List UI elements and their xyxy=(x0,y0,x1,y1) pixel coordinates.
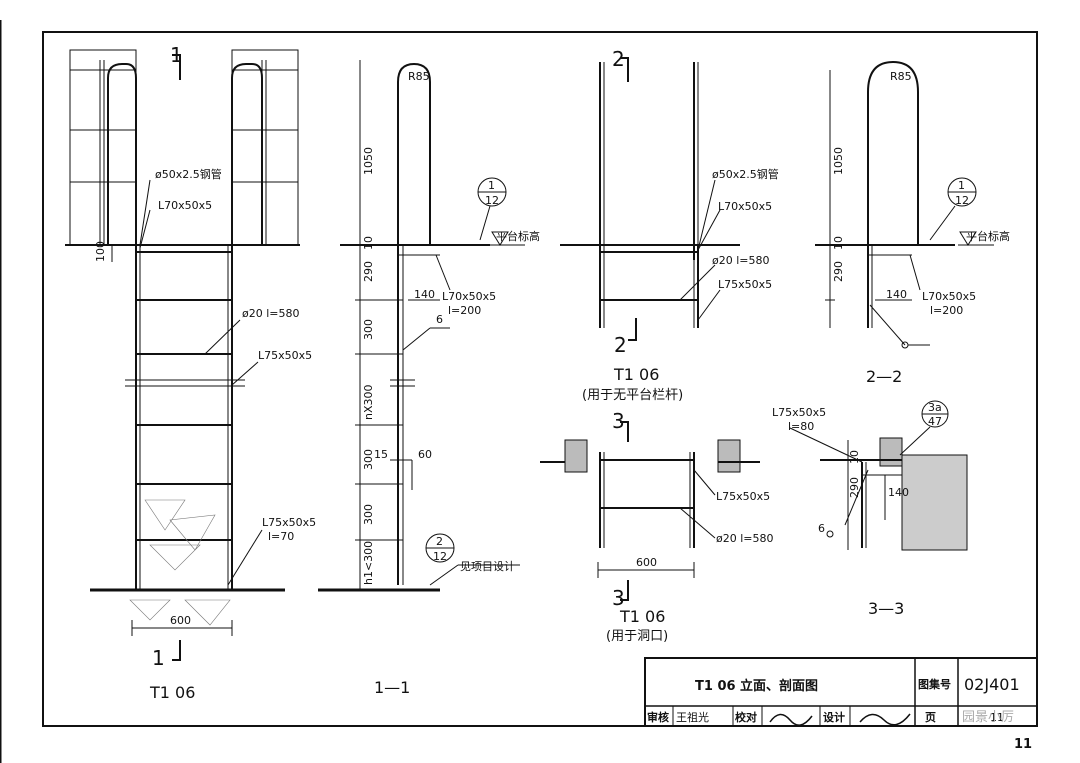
dim-140-s1: 140 xyxy=(414,288,435,301)
view-3-cut-mark-top: 3 xyxy=(612,409,625,433)
title-block-atlas-label: 图集号 xyxy=(918,677,951,691)
label-r85-s1: R85 xyxy=(408,70,430,83)
view-2-caption: T1 06 xyxy=(613,365,659,384)
view-2-cut-mark-bottom: 2 xyxy=(614,333,627,357)
dim-15: 15 xyxy=(374,448,388,461)
label-l70-200-s1: L70x50x5 xyxy=(442,290,496,303)
index-mark-4-top: 3a xyxy=(928,401,942,414)
elevation-cut-mark-top: 1 xyxy=(170,43,183,67)
dim-300-s1-c: 300 xyxy=(362,504,375,525)
title-block-review-label: 审核 xyxy=(647,710,669,724)
dim-140-s3: 140 xyxy=(888,486,909,499)
index-mark-1-bottom: 12 xyxy=(485,194,499,207)
dim-300-s1-a: 300 xyxy=(362,319,375,340)
dim-140-s2: 140 xyxy=(886,288,907,301)
section-3-3-caption: 3—3 xyxy=(868,599,904,618)
label-rung: ø20 l=580 xyxy=(242,307,300,320)
index-mark-1-top: 1 xyxy=(488,179,495,192)
title-block-reviewer: 王祖光 xyxy=(676,710,709,724)
label-pipe: ø50x2.5钢管 xyxy=(155,167,222,181)
index-mark-4-bottom: 47 xyxy=(928,415,942,428)
watermark: 园景小厉 xyxy=(962,710,1014,725)
label-l-80-s3: l=80 xyxy=(788,420,814,433)
dim-300-s1-b: 300 xyxy=(362,449,375,470)
index-mark-2-top: 2 xyxy=(436,535,443,548)
label-rung-v3: ø20 l=580 xyxy=(716,532,774,545)
view-3-caption: T1 06 xyxy=(619,607,665,626)
label-l-70: l=70 xyxy=(268,530,294,543)
section-1-1-caption: 1—1 xyxy=(374,678,410,697)
section-2-2-caption: 2—2 xyxy=(866,367,902,386)
dim-6-s3: 6 xyxy=(818,522,825,535)
index-mark-3-bottom: 12 xyxy=(955,194,969,207)
label-l75-80-s3: L75x50x5 xyxy=(772,406,826,419)
page-number: 11 xyxy=(1014,737,1032,752)
dim-n300-s1: nX300 xyxy=(362,384,375,420)
dim-10-s3: 10 xyxy=(848,450,861,464)
view-3-subcaption: (用于洞口) xyxy=(606,629,668,644)
label-r85-s2: R85 xyxy=(890,70,912,83)
label-l70-200-s2: L70x50x5 xyxy=(922,290,976,303)
title-block-design-label: 设计 xyxy=(823,710,845,724)
section-3-3 xyxy=(789,400,968,551)
title-block-page-no: 11 xyxy=(990,711,1004,724)
label-l75-70: L75x50x5 xyxy=(262,516,316,529)
title-block-title: T1 06 立面、剖面图 xyxy=(695,678,818,694)
label-l75-v3: L75x50x5 xyxy=(716,490,770,503)
label-l-200-s1: l=200 xyxy=(448,304,481,317)
label-l75: L75x50x5 xyxy=(258,349,312,362)
dim-600-elevation: 600 xyxy=(170,614,191,627)
elevation-caption: T1 06 xyxy=(149,683,195,702)
label-l75-v2: L75x50x5 xyxy=(718,278,772,291)
dim-10-s2: 10 xyxy=(832,236,845,250)
view-2-cut-mark-top: 2 xyxy=(612,47,625,71)
elevation-cut-mark-bottom: 1 xyxy=(152,646,165,670)
label-see-project: 见项目设计 xyxy=(460,560,515,573)
dim-100: 100 xyxy=(94,241,107,262)
index-mark-2-bottom: 12 xyxy=(433,550,447,563)
section-1-1 xyxy=(318,60,525,592)
label-l70: L70x50x5 xyxy=(158,199,212,212)
label-rung-v2: ø20 l=580 xyxy=(712,254,770,267)
dim-1050-s2: 1050 xyxy=(832,147,845,175)
label-platform-s1: 平台标高 xyxy=(496,229,540,243)
view-2 xyxy=(560,57,740,341)
dim-1050-s1: 1050 xyxy=(362,147,375,175)
title-block-check-label: 校对 xyxy=(735,710,757,724)
dim-h1-s1: h1<300 xyxy=(362,541,375,585)
title-block-page-label: 页 xyxy=(925,711,936,724)
dim-10-s1: 10 xyxy=(362,236,375,250)
label-platform-s2: 平台标高 xyxy=(966,229,1010,243)
elevation-view xyxy=(65,49,300,661)
title-block xyxy=(644,657,1038,727)
view-3 xyxy=(540,421,760,601)
view-2-subcaption: (用于无平台栏杆) xyxy=(582,388,683,403)
dim-6-s1: 6 xyxy=(436,313,443,326)
dim-290-s1: 290 xyxy=(362,261,375,282)
label-l-200-s2: l=200 xyxy=(930,304,963,317)
dim-600-v3: 600 xyxy=(636,556,657,569)
dim-290-s3: 290 xyxy=(848,477,861,498)
sheet-frame xyxy=(42,31,1038,727)
section-2-2 xyxy=(815,60,994,349)
view-3-cut-mark-bottom: 3 xyxy=(612,586,625,610)
label-pipe-v2: ø50x2.5钢管 xyxy=(712,167,779,181)
label-l70-v2: L70x50x5 xyxy=(718,200,772,213)
index-mark-3-top: 1 xyxy=(958,179,965,192)
dim-290-s2: 290 xyxy=(832,261,845,282)
dim-60: 60 xyxy=(418,448,432,461)
title-block-atlas-no: 02J401 xyxy=(964,675,1020,694)
